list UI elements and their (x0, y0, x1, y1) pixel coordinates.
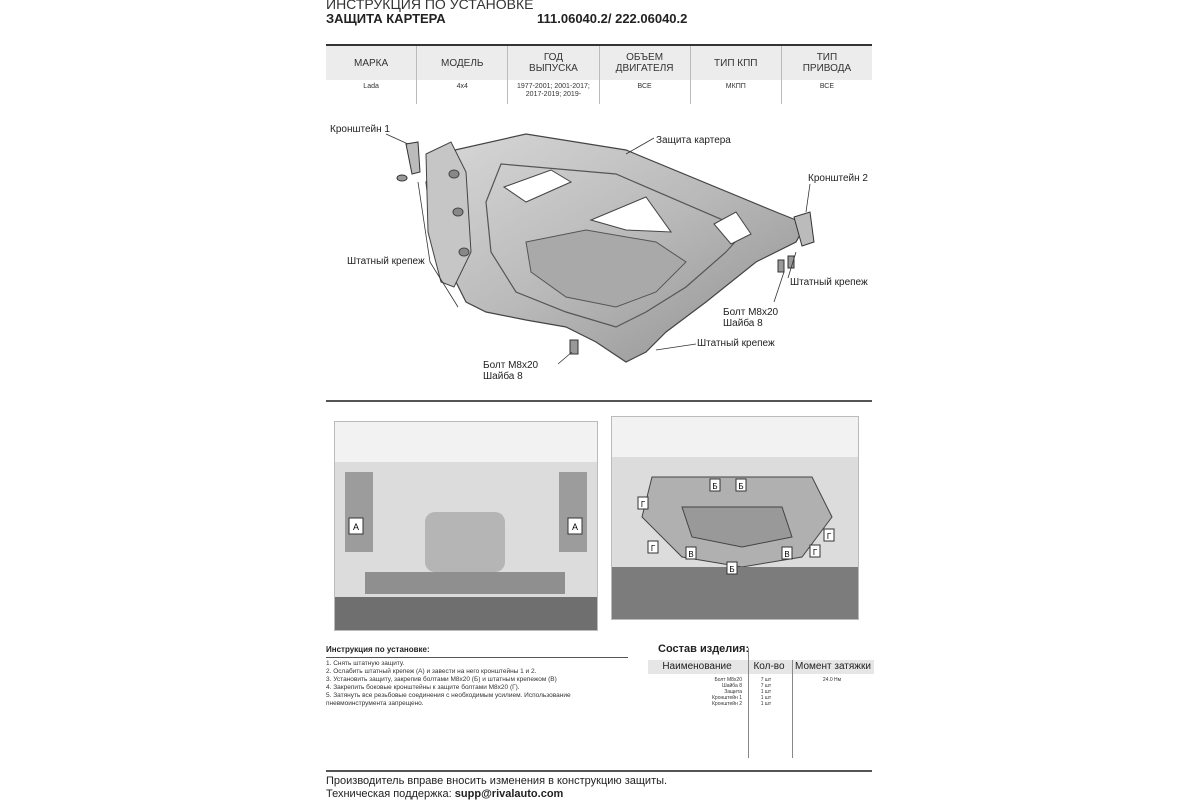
product-codes: 111.06040.2/ 222.06040.2 (537, 11, 688, 26)
mark-b: Б (712, 482, 717, 491)
bolt-hole (452, 207, 464, 217)
guard-exploded-diagram (385, 133, 815, 365)
document-title: ИНСТРУКЦИЯ ПО УСТАНОВКЕ (326, 0, 534, 12)
instruction-step: 4. Закрепить боковые кронштейны к защите… (326, 684, 520, 691)
bolt-fastener (569, 339, 579, 355)
photo-before-install: А А (334, 421, 598, 631)
washer-fastener (396, 174, 408, 182)
bolt-hole (458, 247, 470, 257)
mark-g: Г (641, 500, 646, 509)
spec-val-year: 1977-2001; 2001-2017; 2017-2019; 2019- (507, 80, 598, 104)
instruction-step: 5. Затянуть все резьбовые соединения с н… (326, 692, 571, 699)
section-divider (326, 400, 872, 402)
label-bolt-right: Болт М8х20 (723, 307, 779, 318)
spec-val-model: 4x4 (416, 80, 507, 104)
label-bolt-bottom: Болт М8х20 (483, 360, 539, 371)
leader-line (773, 271, 785, 303)
spec-val-drive: ВСЕ (780, 80, 872, 104)
mark-v: В (784, 550, 789, 559)
mark-g: Г (827, 532, 832, 541)
vehicle-spec-table: МАРКА МОДЕЛЬ ГОД ВЫПУСКА ОБЪЕМ ДВИГАТЕЛЯ… (326, 44, 872, 104)
photo-after-sketch: Г Б Б Г Г В Б В Г (612, 417, 858, 619)
spec-val-brand: Lada (363, 83, 379, 90)
label-bracket-2: Кронштейн 2 (808, 173, 868, 184)
leader-line (787, 251, 797, 279)
composition-header: Наименование Кол-во Момент затяжки (648, 660, 874, 674)
leader-line (557, 351, 573, 365)
guard-rib-inner (525, 229, 687, 308)
spec-col-brand: МАРКА (354, 57, 389, 69)
spec-header-row: МАРКА МОДЕЛЬ ГОД ВЫПУСКА ОБЪЕМ ДВИГАТЕЛЯ… (326, 44, 872, 80)
leader-line (805, 183, 811, 213)
spec-col-year: ГОД ВЫПУСКА (507, 46, 598, 80)
col-qty: Кол-во (753, 661, 785, 672)
spec-col-engine: ОБЪЕМ ДВИГАТЕЛЯ (598, 46, 690, 80)
guard-cutout-2 (589, 196, 673, 233)
leader-line (385, 133, 409, 145)
mark-b: Б (738, 482, 743, 491)
spec-val-gearbox: МКПП (689, 80, 781, 104)
mark-b: Б (729, 565, 734, 574)
spec-col-model: МОДЕЛЬ (416, 46, 507, 80)
instruction-step: 1. Снять штатную защиту. (326, 660, 405, 667)
composition-col-divider (792, 660, 793, 758)
support-label: Техническая поддержка: (326, 788, 452, 800)
col-name: Наименование (662, 661, 732, 672)
mark-g: Г (813, 548, 818, 557)
composition-title: Состав изделия: (658, 643, 750, 655)
label-bracket-1: Кронштейн 1 (330, 124, 390, 135)
photo-before-sketch: А А (335, 422, 597, 630)
support-email-link[interactable]: supp@rivalauto.com (454, 788, 564, 800)
spec-val-engine: ВСЕ (598, 80, 690, 104)
product-name: ЗАЩИТА КАРТЕРА (326, 11, 446, 26)
instructions-divider (326, 657, 628, 658)
spec-col-gearbox: ТИП КПП (689, 46, 781, 80)
instruction-step: пневмоинструмента запрещено. (326, 700, 424, 707)
label-stock-fastener-bottom: Штатный крепеж (697, 338, 775, 349)
spec-value-row: Lada 4x4 1977-2001; 2001-2017; 2017-2019… (326, 80, 872, 104)
bracket-2 (793, 211, 815, 247)
leader-line (625, 137, 655, 155)
label-crankcase-guard: Защита картера (656, 135, 731, 146)
bracket-1 (405, 141, 421, 175)
leader-line (417, 181, 431, 263)
label-stock-fastener-left: Штатный крепеж (347, 256, 425, 267)
instruction-step: 3. Установить защиту, закрепив болтами М… (326, 676, 557, 683)
footer-note: Производитель вправе вносить изменения в… (326, 775, 668, 787)
mark-g: Г (651, 544, 656, 553)
label-washer-right: Шайба 8 (723, 318, 763, 329)
mark-v: В (688, 550, 693, 559)
composition-col-divider (748, 648, 749, 758)
mark-a-right: А (572, 522, 578, 532)
mark-a-left: А (353, 522, 359, 532)
label-washer-bottom: Шайба 8 (483, 371, 523, 382)
footer-divider (326, 770, 872, 772)
photo-after-install: Г Б Б Г Г В Б В Г (611, 416, 859, 620)
label-stock-fastener-right: Штатный крепеж (790, 277, 868, 288)
leader-line (655, 343, 697, 351)
spec-col-drive: ТИП ПРИВОДА (780, 46, 872, 80)
guard-cutout-3 (713, 211, 752, 245)
instruction-step: 2. Ослабить штатный крепеж (А) и завести… (326, 668, 537, 675)
footer-support: Техническая поддержка: supp@rivalauto.co… (326, 788, 563, 800)
guard-cutout-1 (502, 169, 573, 203)
instructions-list: 1. Снять штатную защиту. 2. Ослабить шта… (326, 660, 626, 708)
bolt-fastener (777, 259, 785, 273)
instructions-title: Инструкция по установке: (326, 645, 430, 654)
col-torque: Момент затяжки (795, 661, 871, 672)
leader-line (429, 261, 459, 308)
bolt-hole (448, 169, 460, 179)
